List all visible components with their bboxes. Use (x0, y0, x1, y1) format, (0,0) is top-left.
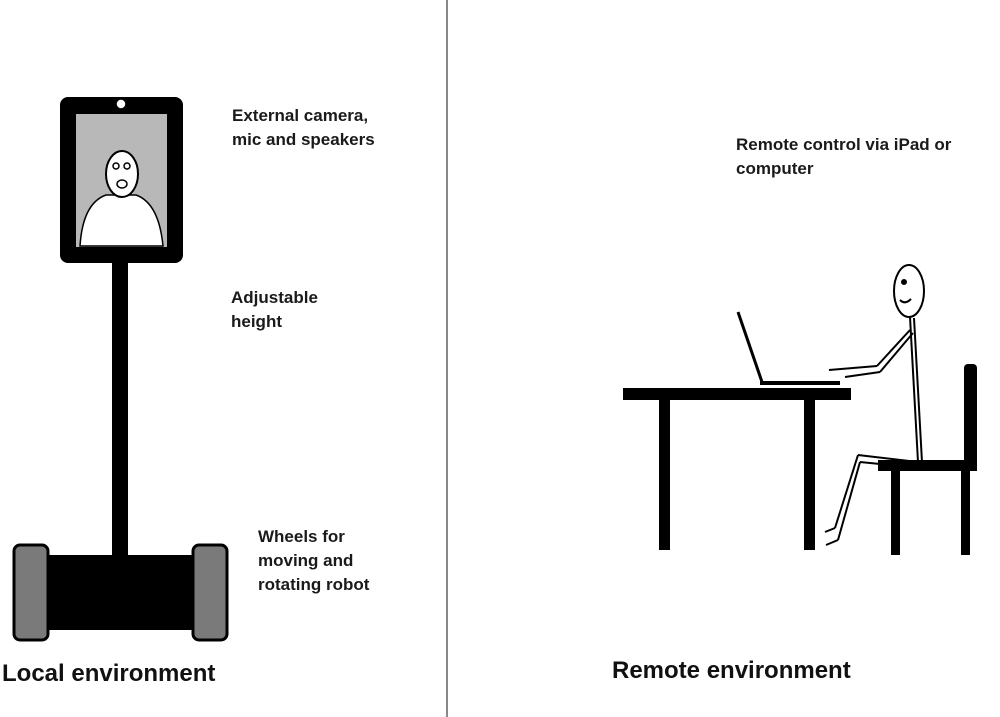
telepresence-robot (12, 97, 229, 642)
person-on-screen-icon (79, 150, 164, 247)
wheels-label: Wheels for moving and rotating robot (258, 527, 370, 594)
desk-top (623, 388, 851, 400)
camera-label: External camera, mic and speakers (232, 106, 375, 149)
stick-figure-user (824, 264, 925, 546)
height-label: Adjustable height (231, 288, 318, 331)
right-wheel (191, 543, 229, 642)
left-wheel (12, 543, 50, 642)
remote-control-label: Remote control via iPad or computer (736, 135, 952, 178)
desk-leg-left (659, 398, 670, 550)
chair-icon (878, 364, 977, 555)
laptop-icon (736, 311, 840, 385)
local-environment-title: Local environment (2, 660, 216, 687)
camera-icon (115, 98, 127, 110)
remote-environment-title: Remote environment (612, 657, 851, 684)
robot-pole (112, 262, 128, 562)
robot-base (46, 555, 196, 630)
desk-leg-right (804, 398, 815, 550)
remote-scene (623, 264, 977, 555)
